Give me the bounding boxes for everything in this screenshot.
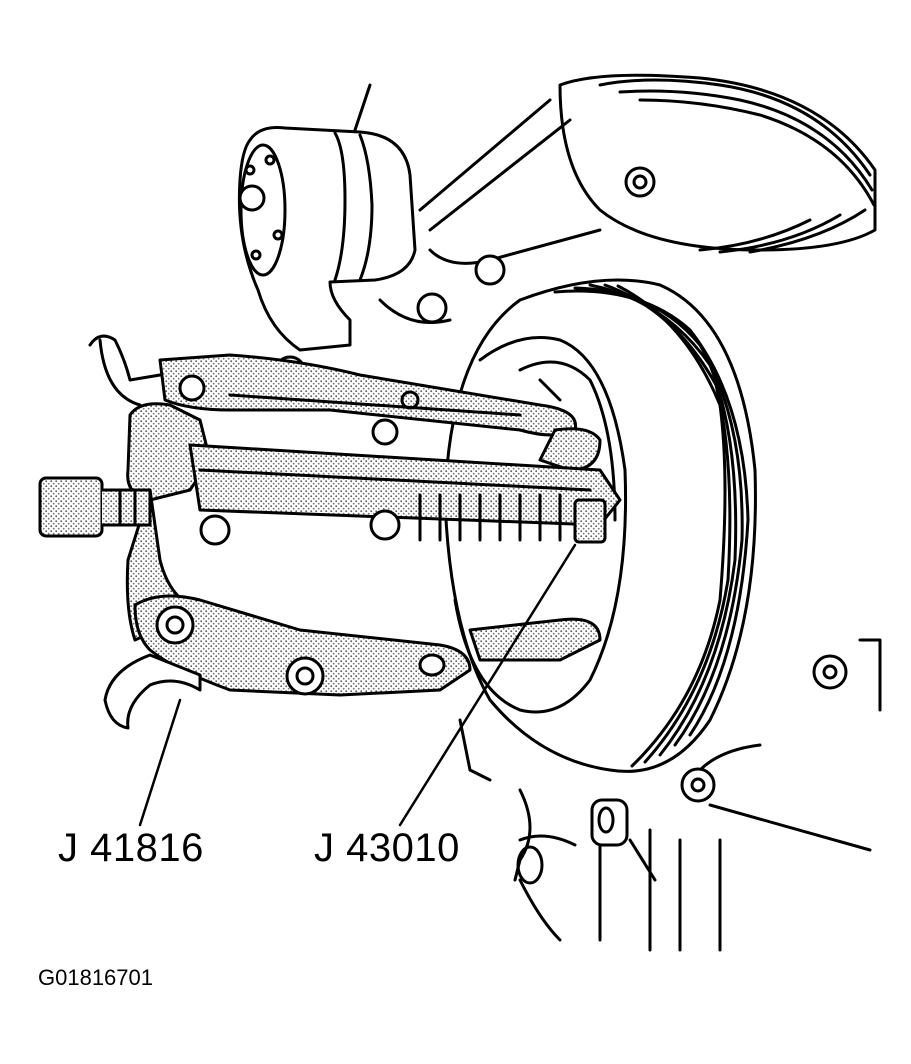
engine-front-cover [458, 638, 882, 952]
callout-j43010: J 43010 [314, 826, 460, 870]
figure-id: G01816701 [38, 965, 153, 990]
puller-j41816 [88, 334, 602, 730]
leader-lines [138, 543, 577, 827]
callout-j41816: J 41816 [58, 826, 204, 870]
forcing-screw [38, 418, 622, 546]
belt-tensioner [237, 83, 417, 389]
upper-pulley [558, 73, 877, 254]
tensioner-bracket [378, 98, 602, 324]
